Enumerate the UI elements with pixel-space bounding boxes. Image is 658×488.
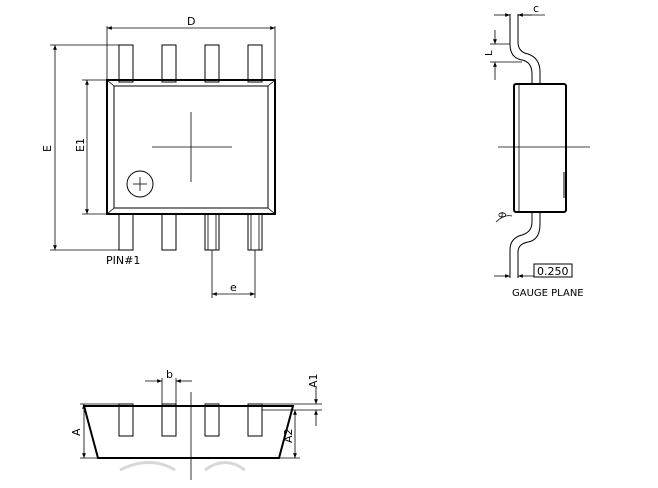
dim-b: b bbox=[145, 368, 192, 404]
gauge-plane-label: GAUGE PLANE bbox=[512, 288, 584, 299]
dim-A: A bbox=[70, 403, 119, 459]
label-A: A bbox=[70, 428, 83, 436]
gauge-value: 0.250 bbox=[537, 265, 569, 278]
dim-L: L bbox=[484, 30, 522, 80]
label-theta: θ bbox=[498, 212, 509, 218]
bottom-leads bbox=[118, 213, 263, 251]
dim-E1: E1 bbox=[74, 79, 107, 215]
label-c: c bbox=[533, 2, 539, 15]
label-E: E bbox=[41, 145, 54, 152]
side-view: c L θ 0.250 GAUGE PLANE bbox=[484, 2, 590, 299]
label-E1: E1 bbox=[74, 138, 87, 152]
dim-D: D bbox=[106, 15, 276, 80]
gauge-value-box bbox=[533, 263, 573, 278]
label-D: D bbox=[187, 15, 195, 28]
label-e: e bbox=[230, 281, 237, 294]
watermark bbox=[119, 461, 246, 472]
end-view: b A A1 A2 bbox=[70, 368, 322, 480]
top-view: D E E1 e PIN#1 bbox=[41, 15, 276, 298]
label-L: L bbox=[484, 50, 495, 56]
label-pin1: PIN#1 bbox=[106, 254, 140, 267]
side-body bbox=[513, 83, 567, 213]
package-body bbox=[106, 79, 276, 215]
gauge-plane: 0.250 GAUGE PLANE bbox=[494, 263, 584, 299]
dim-theta: θ bbox=[495, 212, 513, 223]
dim-A2: A2 bbox=[279, 410, 300, 459]
label-b: b bbox=[166, 368, 173, 381]
label-A1: A1 bbox=[307, 373, 320, 388]
pin1-indicator bbox=[126, 170, 154, 198]
package-body-inner bbox=[113, 85, 269, 209]
end-leads bbox=[118, 403, 263, 437]
label-A2: A2 bbox=[282, 428, 295, 443]
dim-c: c bbox=[494, 2, 545, 17]
dim-E: E bbox=[41, 44, 119, 251]
dim-A1: A1 bbox=[262, 373, 322, 426]
top-leads bbox=[118, 44, 263, 83]
dim-e: e bbox=[211, 250, 256, 298]
